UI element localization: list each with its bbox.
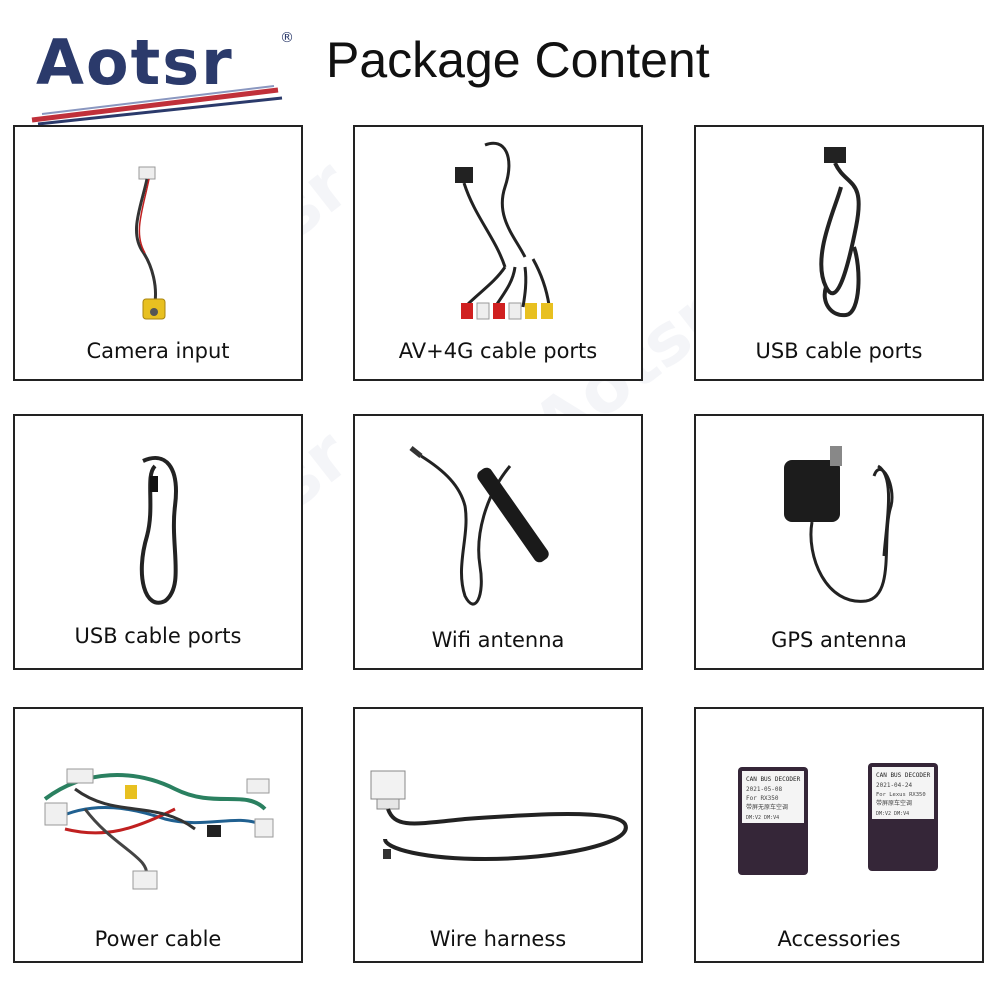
- decoder-title: CAN BUS DECODER: [746, 776, 801, 783]
- gps-antenna-icon: [784, 446, 894, 603]
- brand-swoosh-icon: [31, 85, 283, 126]
- item-label: Accessories: [777, 927, 901, 951]
- item-label: Wire harness: [429, 927, 567, 951]
- item-card-accessories: CAN BUS DECODER 2021-05-08 For RX350 带屏无…: [694, 707, 984, 963]
- item-label: Camera input: [86, 339, 230, 363]
- decoder-title: CAN BUS DECODER: [876, 772, 931, 779]
- decoder-pins: DM:V2 DM:V4: [876, 811, 909, 817]
- brand-logo: Aotsr ®: [28, 24, 298, 126]
- can-bus-decoder-icon: CAN BUS DECODER 2021-05-08 For RX350 带屏无…: [738, 763, 938, 875]
- item-card-av-4g-cable: AV+4G cable ports: [353, 125, 643, 381]
- registered-mark: ®: [280, 30, 294, 46]
- item-card-usb-cable-2: USB cable ports: [13, 414, 303, 670]
- wifi-antenna-icon: [409, 446, 549, 606]
- item-card-wifi-antenna: Wifi antenna: [353, 414, 643, 670]
- decoder-date: 2021-05-08: [746, 786, 783, 793]
- usb-cable-icon: [819, 147, 861, 318]
- camera-input-cable-icon: [134, 166, 166, 320]
- decoder-date: 2021-04-24: [876, 782, 913, 789]
- decoder-model: For RX350: [746, 795, 779, 802]
- decoder-model: For Lexus RX350: [876, 792, 926, 798]
- brand-name: Aotsr: [36, 26, 234, 99]
- item-label: Power cable: [94, 927, 222, 951]
- item-card-camera-input: Camera input: [13, 125, 303, 381]
- decoder-pins: DM:V2 DM:V4: [746, 815, 779, 821]
- usb-cable-icon: [139, 456, 178, 605]
- wire-harness-icon: [370, 770, 628, 862]
- decoder-note: 带屏原车空调: [876, 799, 912, 807]
- item-card-power-cable: Power cable: [13, 707, 303, 963]
- item-label: AV+4G cable ports: [398, 339, 598, 363]
- item-label: USB cable ports: [755, 339, 923, 363]
- item-label: GPS antenna: [771, 628, 907, 652]
- av-4g-cable-icon: [455, 141, 553, 320]
- item-card-wire-harness: Wire harness: [353, 707, 643, 963]
- item-card-gps-antenna: GPS antenna: [694, 414, 984, 670]
- item-card-usb-cable-1: USB cable ports: [694, 125, 984, 381]
- power-cable-icon: [43, 768, 274, 890]
- decoder-note: 带屏无原车空调: [746, 803, 788, 811]
- item-label: Wifi antenna: [431, 628, 565, 652]
- page-title: Package Content: [326, 32, 710, 88]
- item-label: USB cable ports: [74, 624, 242, 648]
